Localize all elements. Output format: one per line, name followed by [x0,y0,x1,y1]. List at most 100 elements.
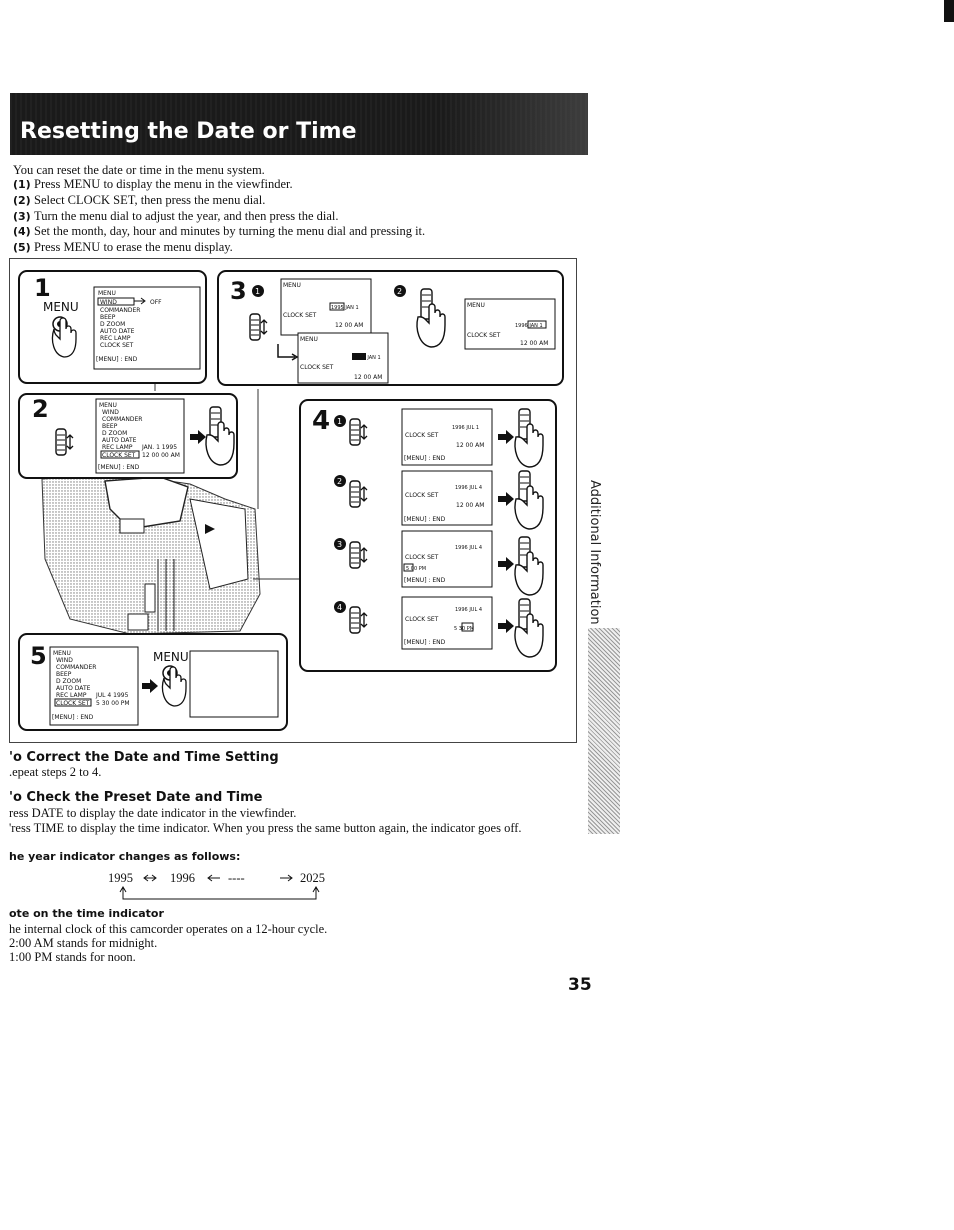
step-item: (3)Turn the menu dial to adjust the year… [13,208,339,223]
svg-text:CLOCK SET: CLOCK SET [405,554,439,561]
svg-text:CLOCK SET: CLOCK SET [405,616,439,623]
svg-text:REC LAMP: REC LAMP [56,692,87,699]
svg-text:12 00 AM: 12 00 AM [456,502,484,509]
svg-text:REC LAMP: REC LAMP [100,335,131,342]
svg-text:12 00 AM: 12 00 AM [354,374,382,381]
svg-text:2: 2 [337,477,342,486]
year-heading: he year indicator changes as follows: [9,850,241,863]
svg-text:REC LAMP: REC LAMP [102,444,133,451]
svg-text:[MENU] : END: [MENU] : END [404,455,446,462]
panel-5-number: 5 [30,642,47,670]
svg-text:CLOCK SET: CLOCK SET [102,452,136,459]
svg-text:BEEP: BEEP [102,423,118,430]
correct-text: .epeat steps 2 to 4. [9,765,102,779]
check-heading: 'o Check the Preset Date and Time [9,790,263,805]
check-line-2: 'ress TIME to display the time indicator… [9,821,522,835]
svg-text:JUL 4 1995: JUL 4 1995 [95,692,129,699]
svg-text:12 00 AM: 12 00 AM [456,442,484,449]
svg-text:MENU: MENU [99,402,117,409]
svg-text:CLOCK SET: CLOCK SET [467,332,501,339]
svg-text:JAN. 1 1995: JAN. 1 1995 [141,444,177,451]
svg-text:5 30 PM: 5 30 PM [454,626,474,632]
note-line-1: he internal clock of this camcorder oper… [9,922,328,936]
svg-text:MENU: MENU [283,282,301,289]
svg-text:[MENU] : END: [MENU] : END [98,464,140,471]
svg-text:AUTO DATE: AUTO DATE [100,328,135,335]
svg-text:[MENU] : END: [MENU] : END [404,639,446,646]
svg-text:[MENU] : END: [MENU] : END [404,577,446,584]
svg-text:5 00 PM: 5 00 PM [406,566,426,572]
svg-text:1996 JUL 1: 1996 JUL 1 [452,425,479,431]
correct-heading: 'o Correct the Date and Time Setting [9,750,279,765]
svg-text:CLOCK SET: CLOCK SET [405,432,439,439]
svg-text:D ZOOM: D ZOOM [102,430,127,437]
step-item: (1)Press MENU to display the menu in the… [13,177,293,191]
svg-text:AUTO DATE: AUTO DATE [56,685,91,692]
svg-text:CLOCK SET: CLOCK SET [405,492,439,499]
side-tab-hatch [588,628,620,834]
panel-step-5: 5 MENU WIND COMMANDER BEEP D ZOOM AUTO D… [18,633,288,731]
hand-press-icon [51,317,77,358]
loop-back-arrow [119,886,320,900]
instruction-figure: 1 MENU MENU WIND OFF COMMANDER BEEP D ZO… [9,258,577,743]
year-dashes: ---- [228,871,245,885]
panel-3-number: 3 [230,277,247,305]
arrow-right-icon [280,874,293,882]
side-section-label: Additional Information [587,480,602,625]
svg-text:MENU: MENU [98,290,116,297]
svg-text:COMMANDER: COMMANDER [102,416,142,423]
svg-text:1: 1 [255,287,260,296]
panel-step-1: 1 MENU MENU WIND OFF COMMANDER BEEP D ZO… [18,270,207,384]
panel-step-3: 3 1 MENU CLOCK SET 1995 JAN 1 12 00 AM M… [217,270,564,386]
svg-text:CLOCK SET: CLOCK SET [283,312,317,319]
svg-text:CLOCK SET: CLOCK SET [300,364,334,371]
svg-text:[MENU] : END: [MENU] : END [96,356,138,363]
svg-text:WIND: WIND [100,299,117,306]
svg-text:5 30 00 PM: 5 30 00 PM [96,700,130,707]
menu-button-label: MENU [43,300,79,314]
svg-text:12 00 AM: 12 00 AM [520,340,548,347]
title-banner-fade [438,93,588,155]
year-2025: 2025 [300,871,325,885]
check-line-1: ress DATE to display the date indicator … [9,806,297,820]
double-arrow-icon [143,874,157,882]
svg-text:[MENU] : END: [MENU] : END [52,714,94,721]
step-item: (2)Select CLOCK SET, then press the menu… [13,192,266,207]
svg-text:1996 JAN 1: 1996 JAN 1 [515,323,543,329]
svg-text:MENU: MENU [467,302,485,309]
svg-text:12 00 00 AM: 12 00 00 AM [142,452,180,459]
year-cycle-diagram: 1995 1996 ---- 2025 [100,868,340,904]
hand-press-icon [161,666,187,707]
corner-arrow [277,344,295,358]
intro-text: You can reset the date or time in the me… [13,163,265,177]
svg-text:1: 1 [337,417,342,426]
svg-text:MENU: MENU [53,650,71,657]
arrow-left-icon [207,874,220,882]
camcorder-illustration [41,384,305,635]
svg-text:1996 JUL 4: 1996 JUL 4 [455,607,482,613]
menu-button-label: MENU [153,650,189,664]
svg-text:1996 JUL 4: 1996 JUL 4 [455,485,482,491]
svg-text:4: 4 [337,603,342,612]
svg-text:WIND: WIND [102,409,119,416]
svg-text:COMMANDER: COMMANDER [56,664,96,671]
step-item: (5)Press MENU to erase the menu display. [13,240,233,255]
svg-text:D ZOOM: D ZOOM [56,678,81,685]
svg-text:BEEP: BEEP [100,314,116,321]
sub-step-2-badge [394,285,406,297]
svg-text:CLOCK SET: CLOCK SET [56,700,90,707]
svg-text:1996 JAN 1: 1996 JAN 1 [353,355,381,361]
note-line-3: 1:00 PM stands for noon. [9,950,136,964]
panel-step-2: 2 MENU WIND COMMANDER BEEP D ZOOM AUTO D… [18,393,238,479]
title-banner: Resetting the Date or Time [10,93,588,155]
svg-text:1996 JUL 4: 1996 JUL 4 [455,545,482,551]
svg-text:2: 2 [397,287,402,296]
page-title: Resetting the Date or Time [20,119,357,144]
svg-text:CLOCK SET: CLOCK SET [100,342,134,349]
svg-text:12 00 AM: 12 00 AM [335,322,363,329]
page-number: 35 [568,975,592,995]
svg-text:OFF: OFF [150,299,162,306]
page-edge-mark [944,0,954,22]
panel-1-number: 1 [34,274,51,302]
year-1996: 1996 [170,871,195,885]
